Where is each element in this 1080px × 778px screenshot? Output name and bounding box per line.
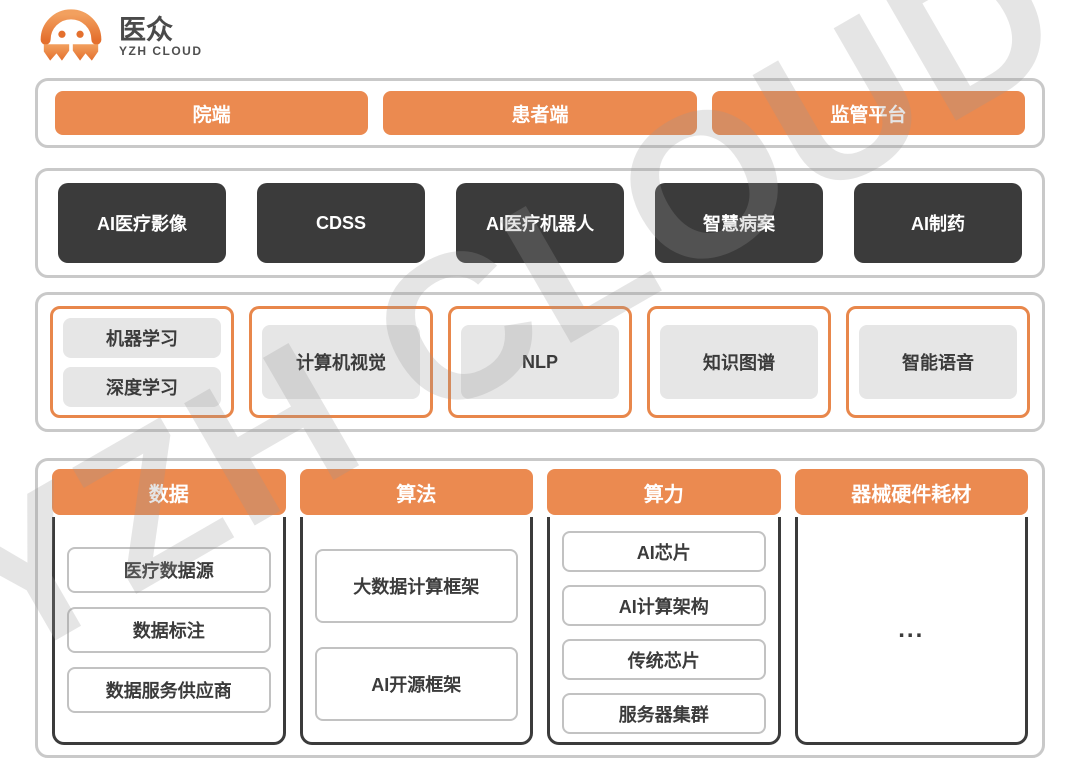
column-body-data: 医疗数据源 数据标注 数据服务供应商 [52, 517, 286, 745]
node-ai-pharma: AI制药 [854, 183, 1022, 263]
node-traditional-chip: 传统芯片 [562, 639, 766, 680]
hardware-ellipsis: ... [898, 615, 925, 643]
infra-column-computing-power: 算力 AI芯片 AI计算架构 传统芯片 服务器集群 [547, 469, 781, 745]
node-nlp: NLP [461, 325, 619, 399]
column-header-algorithm: 算法 [299, 469, 533, 515]
technology-layer-panel: 机器学习 深度学习 计算机视觉 NLP 知识图谱 智能语音 [35, 292, 1045, 432]
node-hospital-side: 院端 [55, 91, 369, 135]
node-data-annotation: 数据标注 [67, 607, 271, 653]
node-knowledge-graph: 知识图谱 [660, 325, 818, 399]
tech-group-knowledge-graph: 知识图谱 [647, 306, 831, 418]
column-body-computing-power: AI芯片 AI计算架构 传统芯片 服务器集群 [547, 517, 781, 745]
node-ai-medical-imaging: AI医疗影像 [58, 183, 226, 263]
logo-subname: YZH CLOUD [119, 44, 203, 59]
column-body-hardware: ... [794, 517, 1028, 745]
node-regulatory-platform: 监管平台 [711, 91, 1025, 135]
infra-column-data: 数据 医疗数据源 数据标注 数据服务供应商 [52, 469, 286, 745]
infra-column-algorithm: 算法 大数据计算框架 AI开源框架 [299, 469, 533, 745]
logo: 医众 YZH CLOUD [35, 8, 203, 66]
column-header-data: 数据 [52, 469, 286, 515]
column-header-hardware: 器械硬件耗材 [794, 469, 1028, 515]
mascot-icon [40, 9, 102, 61]
tech-group-cv: 计算机视觉 [249, 306, 433, 418]
node-data-service-provider: 数据服务供应商 [67, 667, 271, 713]
infra-column-hardware: 器械硬件耗材 ... [794, 469, 1028, 745]
node-ai-opensource-framework: AI开源框架 [314, 647, 518, 721]
client-layer-panel: 院端 患者端 监管平台 [35, 78, 1045, 148]
node-computer-vision: 计算机视觉 [262, 325, 420, 399]
node-ai-computing-architecture: AI计算架构 [562, 585, 766, 626]
node-ai-chip: AI芯片 [562, 531, 766, 572]
tech-group-learning: 机器学习 深度学习 [50, 306, 234, 418]
tech-group-speech: 智能语音 [846, 306, 1030, 418]
infrastructure-layer-panel: 数据 医疗数据源 数据标注 数据服务供应商 算法 大数据计算框架 AI开源框架 … [35, 458, 1045, 758]
node-patient-side: 患者端 [383, 91, 697, 135]
column-header-computing-power: 算力 [547, 469, 781, 515]
node-bigdata-computing-framework: 大数据计算框架 [314, 549, 518, 623]
tech-group-nlp: NLP [448, 306, 632, 418]
column-body-algorithm: 大数据计算框架 AI开源框架 [299, 517, 533, 745]
node-machine-learning: 机器学习 [63, 317, 221, 358]
node-medical-data-source: 医疗数据源 [67, 547, 271, 593]
node-cdss: CDSS [257, 183, 425, 263]
node-intelligent-speech: 智能语音 [859, 325, 1017, 399]
node-server-cluster: 服务器集群 [562, 693, 766, 734]
logo-name: 医众 [119, 14, 173, 45]
node-deep-learning: 深度学习 [63, 366, 221, 407]
node-ai-medical-robot: AI医疗机器人 [456, 183, 624, 263]
node-smart-medical-records: 智慧病案 [655, 183, 823, 263]
application-layer-panel: AI医疗影像 CDSS AI医疗机器人 智慧病案 AI制药 [35, 168, 1045, 278]
